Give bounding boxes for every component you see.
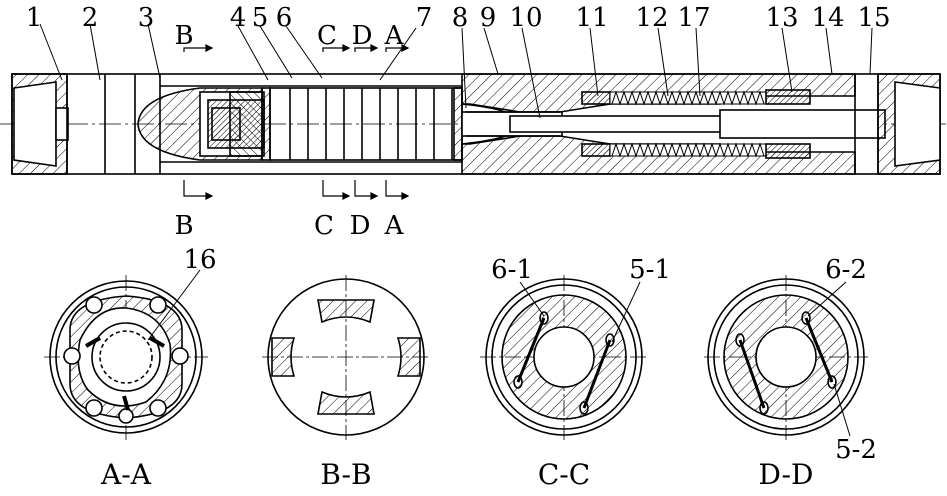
title-B-B: B-B [320, 458, 371, 491]
label-16: 16 [183, 245, 216, 275]
sleeve-bottom [765, 143, 811, 159]
section-C-C [480, 275, 648, 440]
label-part-4: 4 [230, 3, 247, 33]
label-6-1: 6-1 [491, 255, 533, 285]
section-D-D [704, 275, 868, 440]
label-5-1: 5-1 [629, 255, 671, 285]
right-end-cap [877, 73, 941, 175]
cut-arrows [183, 44, 410, 200]
label-part-8: 8 [452, 3, 469, 33]
label-part-6: 6 [276, 3, 293, 33]
cut-D-top: D [352, 21, 373, 51]
label-5-2: 5-2 [835, 435, 877, 465]
cut-C-top: C [317, 21, 337, 51]
section-B-B [262, 275, 430, 440]
section-A-A [44, 269, 208, 440]
nut-top [581, 91, 611, 105]
label-part-14: 14 [811, 3, 844, 33]
cut-D-bottom: D [350, 211, 371, 241]
label-part-13: 13 [765, 3, 798, 33]
label-part-5: 5 [252, 3, 269, 33]
sleeve-top [765, 89, 811, 105]
title-D-D: D-D [759, 458, 814, 491]
label-part-17: 17 [677, 3, 710, 33]
nose-cone [137, 87, 265, 161]
cut-A-top: A [384, 21, 405, 51]
label-part-1: 1 [26, 3, 43, 33]
leader-lines [39, 23, 873, 119]
nut-bottom [581, 143, 611, 157]
cut-B-top: B [174, 21, 193, 51]
title-C-C: C-C [538, 458, 590, 491]
longitudinal-section [0, 23, 947, 200]
section-titles: A-A B-B C-C D-D [100, 458, 813, 491]
label-part-10: 10 [509, 3, 542, 33]
label-part-2: 2 [82, 3, 99, 33]
ring-part [261, 87, 271, 161]
title-A-A: A-A [100, 458, 152, 491]
label-6-2: 6-2 [825, 255, 867, 285]
label-part-15: 15 [857, 3, 890, 33]
spring [609, 90, 767, 158]
label-part-11: 11 [575, 3, 608, 33]
cut-A-bottom: A [384, 211, 405, 241]
inner-piston [719, 109, 886, 139]
label-part-9: 9 [480, 3, 497, 33]
part-labels: 1 2 3 4 5 6 7 8 9 10 11 12 17 13 14 15 [26, 3, 891, 33]
label-part-3: 3 [138, 3, 155, 33]
label-part-12: 12 [635, 3, 668, 33]
mandrel-tube [509, 115, 723, 133]
cut-B-bottom: B [174, 211, 193, 241]
label-part-7: 7 [416, 3, 433, 33]
left-end-cap [11, 73, 69, 175]
cut-letters: B C D A B C D A [174, 21, 404, 241]
cut-C-bottom: C [314, 211, 334, 241]
